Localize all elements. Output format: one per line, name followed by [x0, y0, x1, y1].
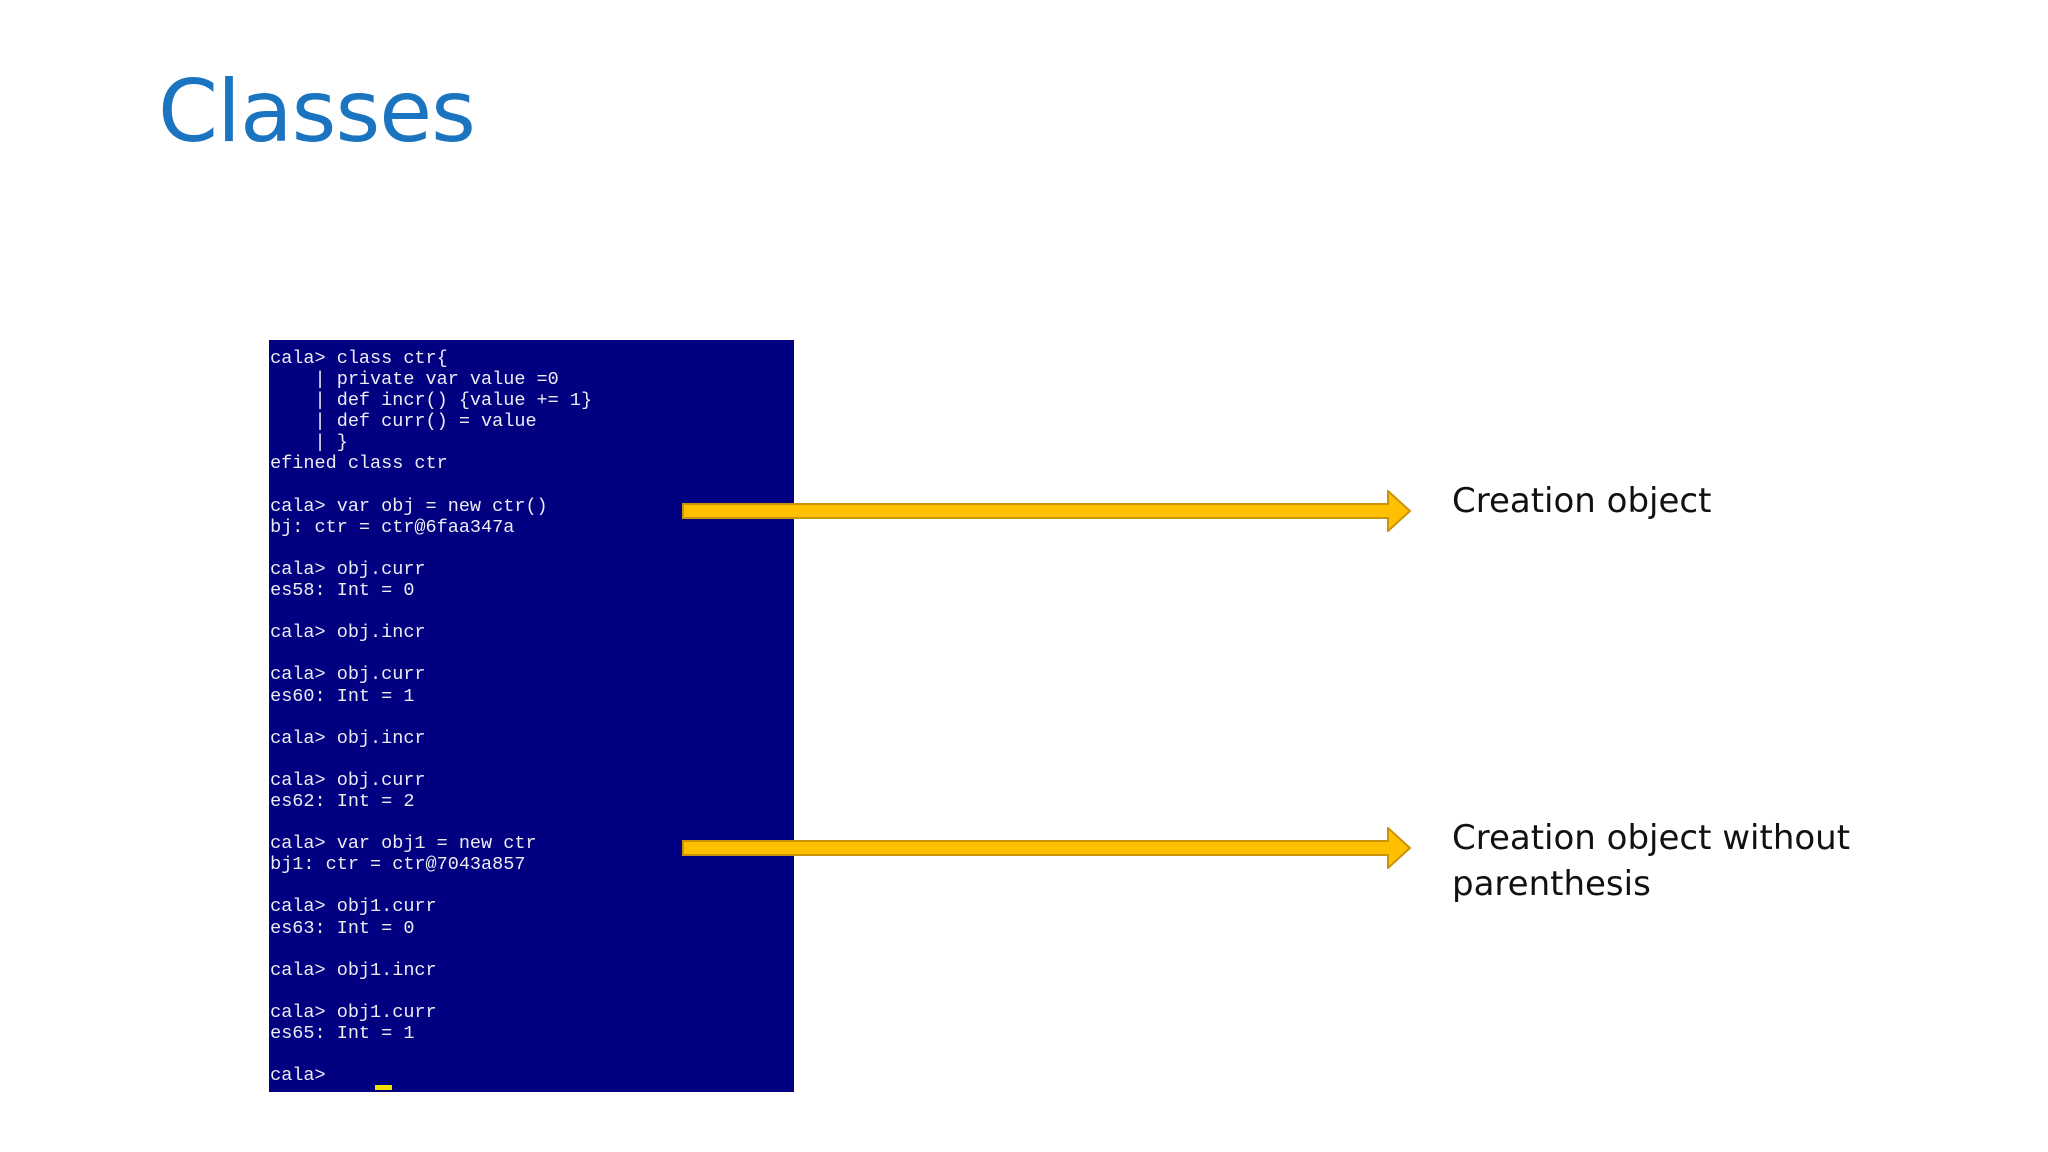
terminal-line: scala> var obj = new ctr()	[269, 495, 548, 517]
terminal-line	[269, 939, 592, 960]
terminal-line: res65: Int = 1	[269, 1023, 415, 1044]
terminal-line: scala> obj.incr	[269, 622, 426, 644]
annotation-creation-object: Creation object	[1452, 481, 1712, 521]
arrow-right-icon	[682, 490, 1412, 532]
terminal-prompt: scala>	[269, 1065, 326, 1087]
terminal-line	[269, 643, 592, 664]
terminal-line: scala> obj1.curr	[269, 1001, 437, 1023]
terminal-line	[269, 538, 592, 559]
terminal-line: | }	[314, 432, 348, 454]
terminal-line: | def incr() {value += 1}	[269, 390, 593, 412]
terminal-line	[269, 1044, 592, 1065]
terminal-line: scala> obj1.curr	[269, 896, 437, 918]
arrow-right-icon	[682, 827, 1412, 869]
scala-repl-terminal: scala> class ctr{ | private var value =0…	[269, 340, 794, 1092]
terminal-line	[269, 875, 592, 896]
terminal-line	[269, 812, 592, 833]
terminal-line: res62: Int = 2	[269, 790, 415, 812]
terminal-line: res60: Int = 1	[269, 685, 415, 707]
terminal-output: scala> class ctr{ | private var value =0…	[269, 348, 592, 1086]
terminal-line: scala> class ctr{	[269, 348, 448, 369]
terminal-line: scala> var obj1 = new ctr	[269, 833, 537, 855]
terminal-line: scala> obj1.incr	[269, 959, 437, 981]
terminal-cursor	[375, 1085, 392, 1090]
terminal-line: scala> obj.curr	[269, 664, 426, 686]
terminal-line: obj1: ctr = ctr@7043a857	[269, 854, 526, 876]
terminal-line: obj: ctr = ctr@6faa347a	[269, 516, 515, 538]
terminal-line: res63: Int = 0	[269, 917, 415, 939]
terminal-line	[269, 601, 592, 622]
terminal-line: res58: Int = 0	[269, 580, 415, 602]
terminal-line	[269, 749, 592, 770]
slide-title: Classes	[158, 62, 476, 162]
terminal-line	[269, 707, 592, 728]
terminal-line: scala> obj.incr	[269, 727, 426, 749]
terminal-line: defined class ctr	[269, 453, 448, 475]
terminal-line	[269, 475, 592, 496]
terminal-line: | def curr() = value	[269, 411, 537, 433]
terminal-line: scala> obj.curr	[269, 558, 426, 580]
terminal-line	[269, 981, 592, 1002]
terminal-line: scala> obj.curr	[269, 769, 426, 791]
annotation-creation-object-without-parenthesis: Creation object without parenthesis	[1452, 818, 1851, 904]
terminal-line: | private var value =0	[269, 369, 559, 391]
